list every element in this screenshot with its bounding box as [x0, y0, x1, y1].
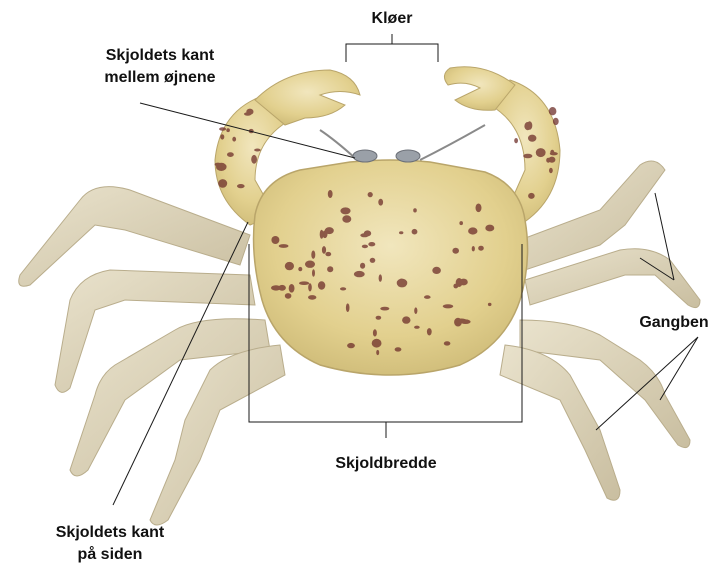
spot — [380, 307, 389, 311]
spot — [312, 269, 315, 277]
spot — [368, 192, 373, 197]
spot — [320, 230, 324, 239]
left-walking-legs — [19, 187, 285, 525]
spot — [412, 229, 418, 235]
spot — [325, 252, 331, 256]
spot — [524, 122, 531, 130]
spot — [379, 274, 382, 281]
spot — [308, 295, 316, 300]
spot — [549, 107, 557, 115]
spot — [318, 281, 325, 289]
spot — [553, 118, 559, 125]
spot — [368, 242, 375, 246]
spot — [226, 128, 230, 132]
left-leg-4 — [150, 345, 285, 525]
spot — [227, 152, 234, 157]
spot — [216, 163, 227, 171]
spot — [220, 134, 224, 139]
carapace-front-edge-label: Skjoldets kant mellem øjnene — [60, 45, 260, 89]
spot — [360, 263, 365, 269]
spot — [414, 307, 417, 314]
spot — [305, 261, 315, 268]
carapace — [254, 160, 528, 375]
spot — [340, 207, 350, 214]
spot — [468, 227, 477, 234]
spot — [370, 258, 376, 263]
spot — [325, 227, 334, 234]
spot — [452, 248, 459, 254]
spot — [354, 271, 365, 277]
spot — [342, 215, 351, 223]
spot — [432, 267, 441, 274]
carapace-front-edge-label-line-1: Skjoldets kant — [60, 45, 260, 67]
spot — [444, 341, 451, 345]
spot — [550, 150, 554, 155]
spot — [402, 316, 410, 323]
carapace-side-edge-label-line-1: Skjoldets kant — [30, 522, 190, 544]
spot — [549, 168, 553, 173]
spot — [427, 328, 432, 335]
spot — [376, 350, 379, 355]
walking-legs-label: Gangben — [628, 312, 720, 334]
claws-bracket — [346, 34, 438, 62]
spot — [378, 199, 383, 206]
spot — [414, 326, 420, 329]
spot — [459, 221, 463, 225]
spot — [299, 281, 309, 285]
spot — [546, 158, 550, 163]
spot — [413, 208, 417, 212]
spot — [514, 138, 518, 143]
right-leg-4 — [500, 345, 620, 500]
carapace-front-edge-label-line-2: mellem øjnene — [60, 67, 260, 89]
spot — [289, 284, 295, 293]
spot — [443, 304, 454, 308]
spot — [298, 267, 302, 271]
spot — [232, 137, 236, 142]
spot — [400, 279, 404, 282]
spot — [485, 225, 494, 232]
spot — [271, 236, 279, 244]
spot — [372, 339, 382, 348]
spot — [285, 262, 294, 270]
carapace-side-edge-label-line-2: på siden — [30, 544, 190, 566]
spot — [311, 251, 315, 259]
spot — [327, 266, 333, 272]
carapace-width-label: Skjoldbredde — [306, 453, 466, 475]
spot — [476, 204, 482, 213]
claws-label: Kløer — [352, 8, 432, 30]
spot — [488, 303, 492, 306]
spot — [218, 179, 227, 188]
spot — [456, 278, 463, 287]
spot — [523, 154, 532, 159]
spot — [376, 316, 382, 320]
spot — [536, 148, 546, 157]
spot — [399, 231, 403, 234]
spot — [237, 184, 245, 188]
spot — [328, 190, 333, 198]
spot — [373, 329, 377, 336]
spot — [424, 295, 431, 299]
spot — [251, 155, 257, 164]
spot — [279, 244, 289, 248]
carapace-side-edge-label: Skjoldets kant på siden — [30, 522, 190, 566]
spot — [528, 193, 535, 199]
spot — [472, 246, 475, 251]
spot — [308, 283, 312, 291]
spot — [322, 246, 326, 254]
spot — [346, 303, 350, 312]
spot — [454, 318, 462, 327]
spot — [360, 233, 368, 237]
spot — [219, 127, 226, 131]
spot — [362, 245, 368, 249]
spot — [395, 347, 402, 351]
spot — [528, 135, 536, 142]
spot — [271, 285, 281, 290]
spot — [285, 293, 292, 299]
spot — [347, 343, 355, 348]
spot — [254, 149, 261, 152]
spot — [244, 112, 251, 115]
spot — [478, 246, 484, 251]
spot — [340, 287, 346, 290]
